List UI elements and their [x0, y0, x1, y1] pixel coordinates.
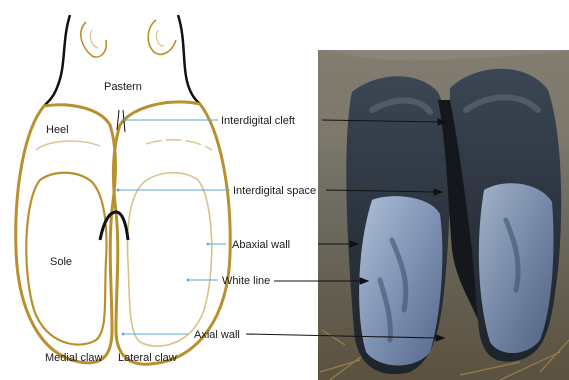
pointer-dots	[117, 119, 210, 336]
pastern-outline-left	[44, 15, 70, 106]
photo-medial-sole	[359, 196, 442, 365]
lateral-sole-outline	[128, 173, 212, 346]
dew-claw-right	[148, 20, 176, 54]
lateral-claw-outline	[113, 102, 230, 364]
label-interdigital-cleft: Interdigital cleft	[221, 115, 295, 127]
claw-schematic	[16, 15, 230, 364]
dew-claw-left	[81, 22, 106, 57]
label-interdigital-space: Interdigital space	[233, 185, 316, 197]
label-axial-wall: Axial wall	[194, 329, 240, 341]
label-heel: Heel	[46, 124, 69, 136]
label-white-line: White line	[222, 275, 270, 287]
pointer-lines	[118, 120, 230, 334]
label-medial-claw: Medial claw	[45, 352, 103, 364]
pastern-outline-right	[178, 15, 200, 104]
heel-line-medial	[36, 141, 100, 150]
dew-claw-left-inner	[90, 30, 98, 48]
label-sole: Sole	[50, 256, 72, 268]
heel-line-lateral	[146, 140, 212, 150]
label-lateral-claw: Lateral claw	[118, 352, 177, 364]
label-abaxial-wall: Abaxial wall	[232, 239, 290, 251]
dew-claw-right-inner	[156, 30, 164, 46]
hoof-photo	[246, 50, 569, 380]
label-pastern: Pastern	[104, 81, 142, 93]
